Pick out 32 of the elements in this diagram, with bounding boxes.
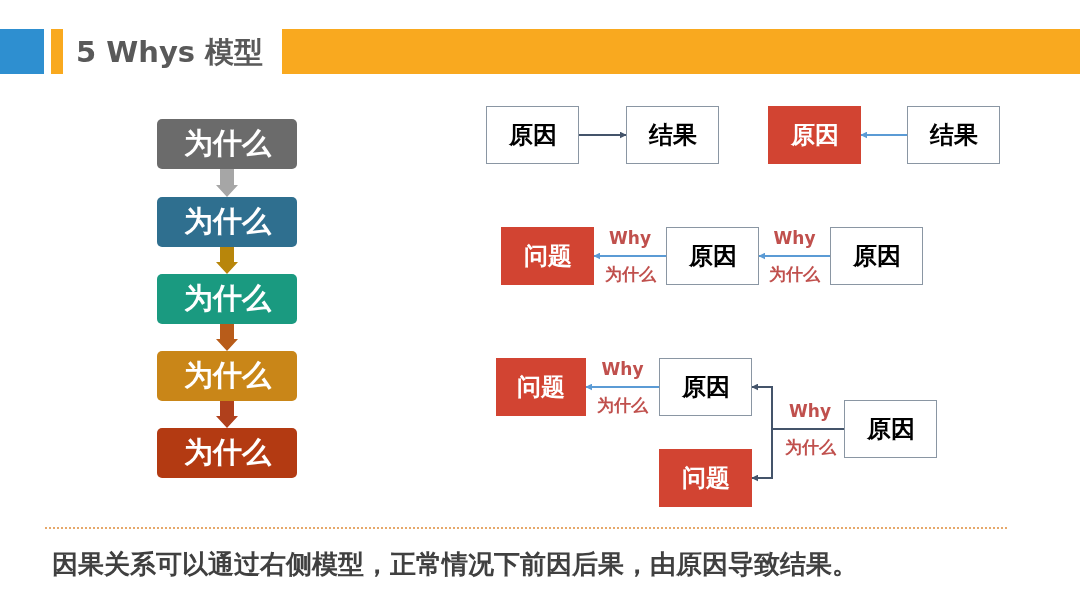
block-arrow [216, 401, 238, 428]
question-box: 为什么 [157, 274, 297, 324]
process-box: 结果 [907, 106, 1000, 164]
caption: 因果关系可以通过右侧模型，正常情况下前因后果，由原因导致结果。 [52, 548, 858, 581]
question-box: 为什么 [157, 197, 297, 247]
edge-label: Why 为什么 [596, 358, 649, 417]
process-box: 原因 [844, 400, 937, 458]
title: 5 Whys 模型 [76, 34, 264, 71]
block-arrow [216, 247, 238, 274]
block-arrow [216, 324, 238, 351]
question-box: 为什么 [157, 428, 297, 478]
block-arrow [216, 169, 238, 197]
arrow [860, 131, 908, 139]
process-box: 原因 [768, 106, 861, 164]
arrow [578, 131, 627, 139]
edge-label: Why 为什么 [783, 400, 837, 459]
process-box: 结果 [626, 106, 719, 164]
process-box: 原因 [666, 227, 759, 285]
arrow [758, 252, 831, 260]
arrow [585, 383, 660, 391]
process-box: 问题 [659, 449, 752, 507]
edge-label: Why 为什么 [603, 227, 657, 286]
process-box: 原因 [486, 106, 579, 164]
process-box: 问题 [501, 227, 594, 285]
edge-label: Why 为什么 [768, 227, 821, 286]
arrow [593, 252, 667, 260]
question-box: 为什么 [157, 119, 297, 169]
arrow [751, 428, 845, 482]
process-box: 问题 [496, 358, 586, 416]
process-box: 原因 [659, 358, 752, 416]
process-box: 原因 [830, 227, 923, 285]
question-box: 为什么 [157, 351, 297, 401]
